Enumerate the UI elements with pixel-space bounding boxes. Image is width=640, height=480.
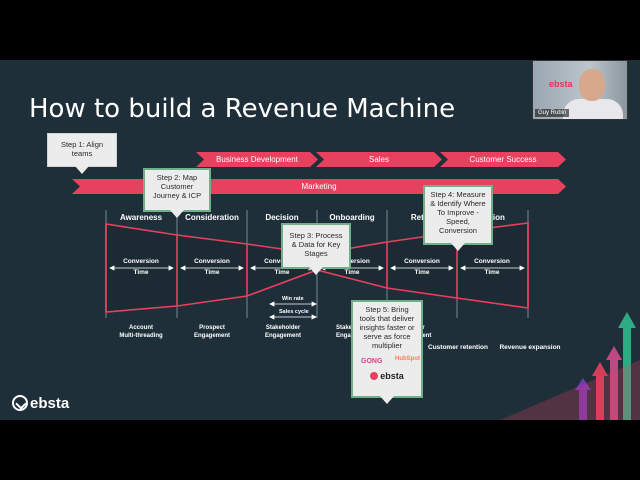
customer-retention-label: Customer retention	[428, 344, 488, 351]
step-4-note: Step 4: Measure & Identify Where To Impr…	[423, 185, 493, 251]
time-label: Time	[344, 269, 360, 276]
conversion-label: Conversion	[123, 258, 159, 265]
team-business-development: Business Development	[196, 152, 318, 167]
step-3-note: Step 3: Process & Data for Key Stages	[281, 223, 351, 275]
conversion-label: Conversion	[194, 258, 230, 265]
win-rate-label: Win rate	[282, 296, 304, 302]
bottom-label-stakeholder-engagement: Stakeholder Engagement	[264, 325, 301, 339]
time-label: Time	[484, 269, 500, 276]
bottom-label-account-multithreading: Account Multi-threading	[119, 325, 163, 339]
participant-body	[563, 99, 623, 119]
conversion-label: Conversion	[404, 258, 440, 265]
bottom-label-onboarding-partial: Stake Enga	[336, 325, 353, 339]
sales-cycle-label: Sales cycle	[279, 309, 309, 315]
note-tail	[75, 166, 89, 174]
participant-head	[579, 69, 605, 101]
slide-canvas: How to build a Revenue Machine Business …	[0, 60, 640, 420]
team-sales: Sales	[316, 152, 442, 167]
ebsta-tool-icon	[370, 372, 379, 380]
team-customer-success: Customer Success	[440, 152, 566, 167]
tools-row: GONG HubSpot	[357, 355, 420, 369]
bottom-label-prospect-engagement: Prospect Engagement	[193, 325, 230, 339]
step-4-text: Step 4: Measure & Identify Where To Impr…	[430, 190, 486, 235]
step-1-text: Step 1: Align teams	[60, 140, 104, 158]
wall-logo: ebsta	[549, 79, 573, 89]
stage-label-awareness: Awareness	[119, 213, 163, 222]
gong-logo: GONG	[361, 358, 383, 365]
time-label: Time	[133, 269, 149, 276]
ebsta-tool-text: ebsta	[380, 371, 404, 381]
time-label: Time	[204, 269, 220, 276]
time-label: Time	[414, 269, 430, 276]
ebsta-logo-text: ebsta	[30, 395, 70, 412]
step-5-note: Step 5: Bring tools that deliver insight…	[351, 300, 423, 404]
ebsta-logo: ebsta	[12, 395, 69, 412]
hubspot-logo: HubSpot	[395, 356, 420, 362]
step-1-note: Step 1: Align teams	[47, 133, 117, 174]
stage-label-retention: Reten	[410, 213, 434, 222]
stage-label-decision: Decision	[265, 213, 299, 222]
conversion-label: Conversion	[474, 258, 510, 265]
note-tail	[309, 267, 323, 275]
participant-name: Guy Rubin	[535, 109, 570, 117]
note-tail	[170, 210, 184, 218]
ebsta-tool-logo: ebsta	[357, 372, 417, 381]
ebsta-logo-icon	[12, 395, 28, 411]
note-tail	[451, 243, 465, 251]
revenue-expansion-label: Revenue expansion	[499, 344, 561, 351]
stage-label-consideration: Consideration	[185, 213, 239, 222]
step-2-note: Step 2: Map Customer Journey & ICP	[143, 168, 211, 218]
slide-title: How to build a Revenue Machine	[29, 94, 456, 124]
step-3-text: Step 3: Process & Data for Key Stages	[289, 231, 343, 258]
time-label: Time	[274, 269, 290, 276]
note-tail	[380, 396, 394, 404]
stage-label-onboarding: Onboarding	[329, 213, 375, 222]
conversion-label: Conversion	[334, 258, 370, 265]
step-5-text: Step 5: Bring tools that deliver insight…	[359, 305, 415, 350]
step-2-text: Step 2: Map Customer Journey & ICP	[152, 173, 202, 200]
participant-video-tile[interactable]: ebsta Guy Rubin	[532, 60, 628, 120]
